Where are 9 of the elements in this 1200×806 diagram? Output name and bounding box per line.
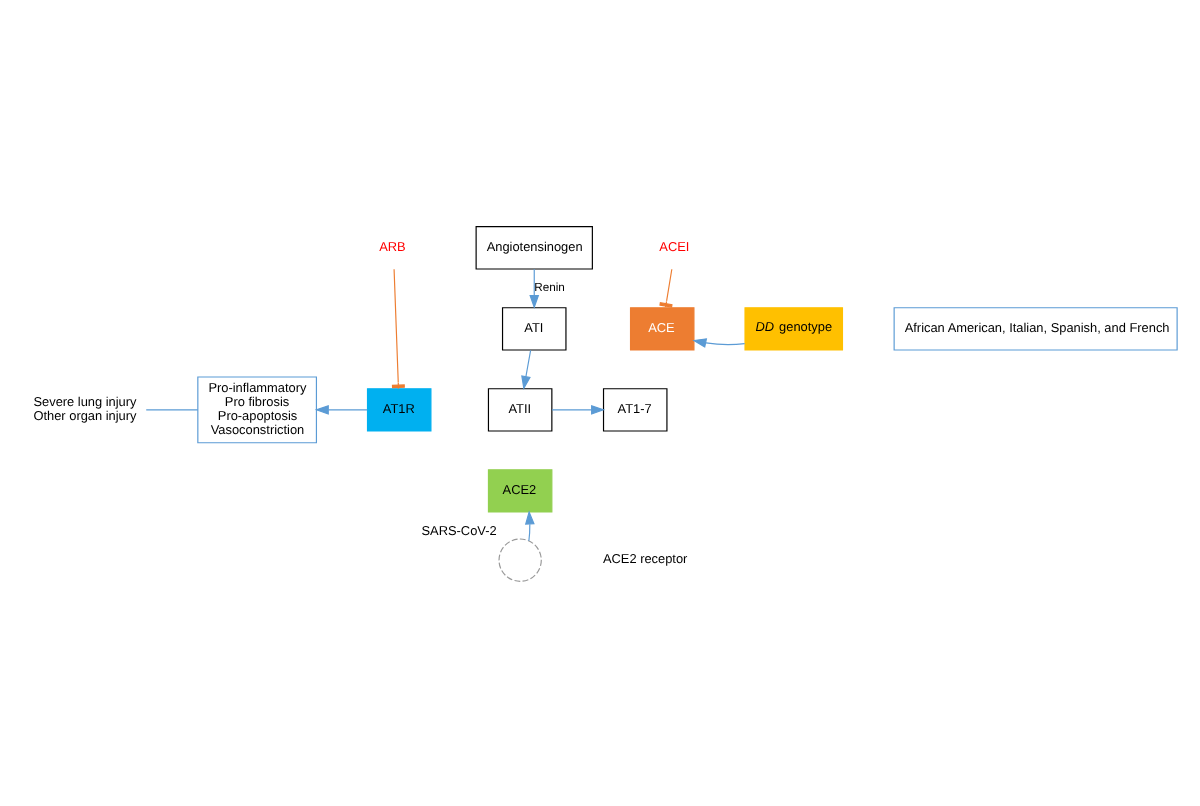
arrow (314, 403, 368, 414)
arrow (521, 348, 532, 389)
connector (659, 267, 673, 307)
arrow (692, 337, 746, 347)
connector (145, 408, 199, 410)
arrow (524, 509, 535, 541)
node-circle (498, 537, 542, 581)
arrow (551, 403, 606, 414)
arrow (529, 267, 540, 308)
